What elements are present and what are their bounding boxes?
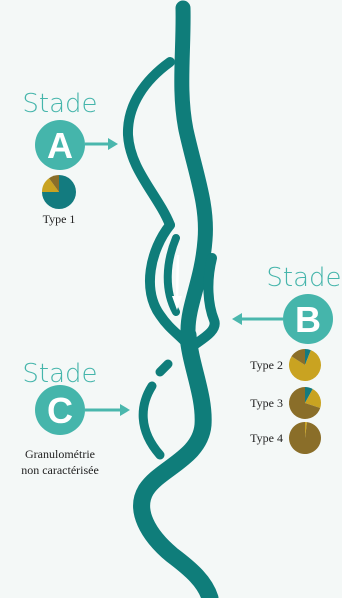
main-channel-lower	[133, 326, 219, 598]
granulometry-note-line2: non caractérisée	[21, 463, 99, 477]
stage-b-letter: B	[295, 299, 321, 340]
pie-type-2-label: Type 2	[250, 358, 283, 372]
inner-channel	[163, 234, 180, 316]
stage-a: Stade A	[22, 89, 118, 170]
pie-slice-teal	[305, 349, 311, 365]
middle-channel	[145, 220, 193, 350]
pie-slice-teal	[305, 387, 313, 403]
stage-c-word: Stade	[22, 359, 97, 389]
pie-slice-brown	[291, 349, 305, 365]
pie-type-3-label: Type 3	[250, 396, 283, 410]
stage-a-letter: A	[47, 125, 73, 166]
main-channel-upper	[174, 0, 213, 338]
pie-type-1	[42, 175, 76, 209]
side-channel-stage-c-top	[155, 359, 173, 377]
stage-b: Stade B	[232, 263, 342, 344]
stage-c: Stade C	[22, 359, 130, 435]
pie-slice-brown	[289, 387, 321, 420]
pie-type-4	[289, 422, 322, 455]
right-branch-stage-b	[189, 253, 220, 350]
pie-type-1-label: Type 1	[43, 212, 76, 226]
flow-arrow	[172, 254, 182, 310]
stage-c-letter: C	[47, 390, 73, 431]
stage-b-badge	[283, 294, 333, 344]
left-branch-stage-a	[122, 57, 175, 230]
pie-slice-brown	[289, 422, 322, 455]
stage-a-arrow-head	[108, 138, 118, 150]
stage-c-badge	[35, 385, 85, 435]
pie-type-2	[289, 349, 322, 381]
side-channel-stage-c	[138, 381, 165, 460]
stage-c-arrow-head	[120, 404, 130, 416]
pie-type-4-label: Type 4	[250, 431, 283, 445]
pie-slice-gold	[305, 388, 321, 408]
pie-slice-gold	[305, 422, 308, 438]
pie-slice-gold	[289, 350, 322, 381]
granulometry-note-line1: Granulométrie	[25, 447, 95, 461]
stage-b-arrow-head	[232, 313, 242, 325]
pie-type-3	[289, 387, 321, 420]
stage-a-badge	[35, 120, 85, 170]
pie-slice-brown	[49, 175, 59, 192]
river	[122, 0, 220, 598]
stage-a-word: Stade	[22, 89, 97, 119]
pie-slice-gold	[42, 178, 59, 192]
stage-b-word: Stade	[266, 263, 341, 293]
